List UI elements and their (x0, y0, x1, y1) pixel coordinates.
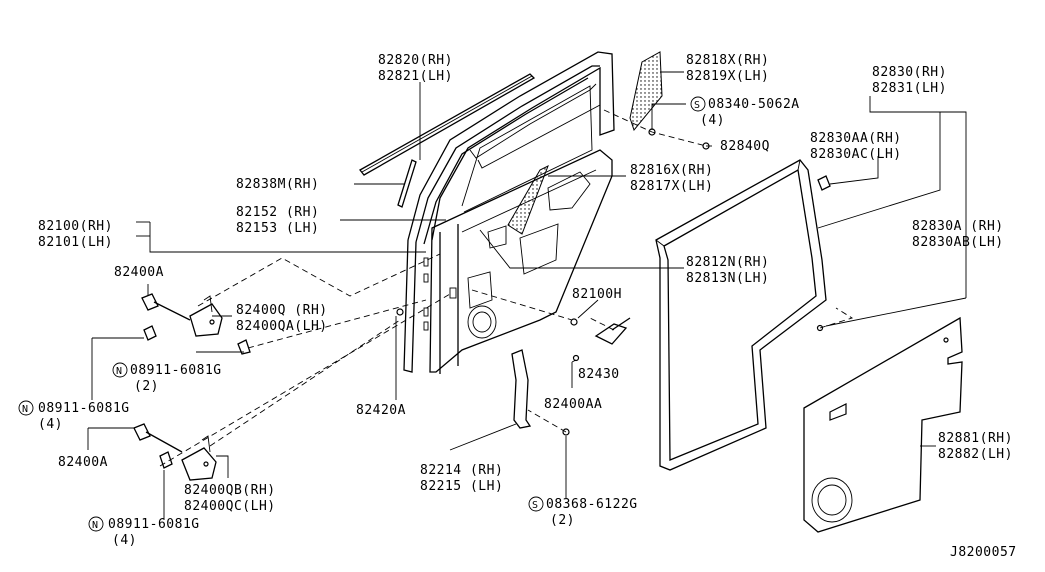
s-mark-08368-letter: S (532, 500, 539, 511)
label-82838m: 82838M(RH) (236, 177, 319, 192)
s-mark-08340-letter: S (694, 100, 701, 111)
label-82881: 82881(RH) (938, 431, 1013, 446)
n-mark-08911-a-letter: N (116, 366, 123, 377)
label-82153: 82153 (LH) (236, 221, 319, 236)
s-mark-08368 (528, 496, 544, 512)
diagram-id: J8200057 (950, 545, 1017, 560)
label-82818x: 82818X(RH) (686, 53, 769, 68)
clip-82420a (396, 308, 404, 316)
trim-panel-82816x (507, 164, 549, 235)
strip-82838m (397, 159, 417, 208)
label-82100h: 82100H (572, 287, 622, 302)
label-08340-qty: (4) (700, 113, 725, 128)
door-weatherstrip-82830 (655, 159, 827, 471)
label-82400qb: 82400QB(RH) (184, 483, 276, 498)
striker-82430 (594, 317, 631, 345)
label-82400a-bottom: 82400A (58, 455, 108, 470)
label-82840q: 82840Q (720, 139, 770, 154)
label-82430: 82430 (578, 367, 620, 382)
part-labels: 82820(RH) 82821(LH) 82818X(RH) 82819X(LH… (18, 53, 1017, 560)
label-08340: 08340-5062A (708, 97, 800, 112)
n-mark-08911-b (18, 400, 34, 416)
label-08911-c-qty: (4) (112, 533, 137, 548)
s-mark-08340 (690, 96, 706, 112)
label-82813n: 82813N(LH) (686, 271, 769, 286)
n-mark-08911-c-letter: N (92, 520, 99, 531)
bolt-82400a-lower (133, 423, 183, 453)
label-82100: 82100(RH) (38, 219, 113, 234)
label-82831: 82831(LH) (872, 81, 947, 96)
hinge-upper-82400q (189, 295, 223, 337)
label-82812n: 82812N(RH) (686, 255, 769, 270)
door-shell-82100 (423, 149, 613, 374)
door-frame-82152 (403, 51, 615, 373)
label-82821: 82821(LH) (378, 69, 453, 84)
label-82819x: 82819X(LH) (686, 69, 769, 84)
label-82882: 82882(LH) (938, 447, 1013, 462)
nut-08911-upper (143, 325, 251, 355)
label-82400q: 82400Q (RH) (236, 303, 328, 318)
label-82101: 82101(LH) (38, 235, 113, 250)
plug-82100h (570, 318, 578, 326)
n-mark-08911-c (88, 516, 104, 532)
screw-82400aa (572, 354, 580, 362)
label-82400a-top: 82400A (114, 265, 164, 280)
label-08911-b-qty: (4) (38, 417, 63, 432)
hinge-lower-82400qb (181, 435, 217, 481)
label-82830ab: 82830AB(LH) (912, 235, 1004, 250)
leader-lines (87, 71, 967, 520)
label-82830: 82830(RH) (872, 65, 947, 80)
label-82830aa: 82830AA(RH) (810, 131, 902, 146)
n-mark-08911-a (112, 362, 128, 378)
label-08911-a: 08911-6081G (130, 363, 222, 378)
label-08368-qty: (2) (550, 513, 575, 528)
label-82400aa: 82400AA (544, 397, 602, 412)
label-82152: 82152 (RH) (236, 205, 319, 220)
label-08911-b: 08911-6081G (38, 401, 130, 416)
outer-weatherstrip-82820 (359, 73, 536, 176)
bolt-82400a-upper (141, 293, 191, 321)
label-82830a: 82830A (RH) (912, 219, 1004, 234)
label-82420a: 82420A (356, 403, 406, 418)
label-08911-c: 08911-6081G (108, 517, 200, 532)
door-trim-panel-82881 (803, 316, 963, 533)
label-08368: 08368-6122G (546, 497, 638, 512)
trim-panel-82818x (629, 51, 663, 132)
label-08911-a-qty: (2) (134, 379, 159, 394)
label-82400qc: 82400QC(LH) (184, 499, 276, 514)
door-check-82214 (511, 349, 532, 429)
label-82816x: 82816X(RH) (630, 163, 713, 178)
label-82214: 82214 (RH) (420, 463, 503, 478)
label-82817x: 82817X(LH) (630, 179, 713, 194)
label-82215: 82215 (LH) (420, 479, 503, 494)
n-mark-08911-b-letter: N (22, 404, 29, 415)
label-82830ac: 82830AC(LH) (810, 147, 902, 162)
clip-82830aa (817, 175, 831, 191)
label-82820: 82820(RH) (378, 53, 453, 68)
assembly-lines (159, 109, 854, 467)
label-82400qa: 82400QA(LH) (236, 319, 328, 334)
